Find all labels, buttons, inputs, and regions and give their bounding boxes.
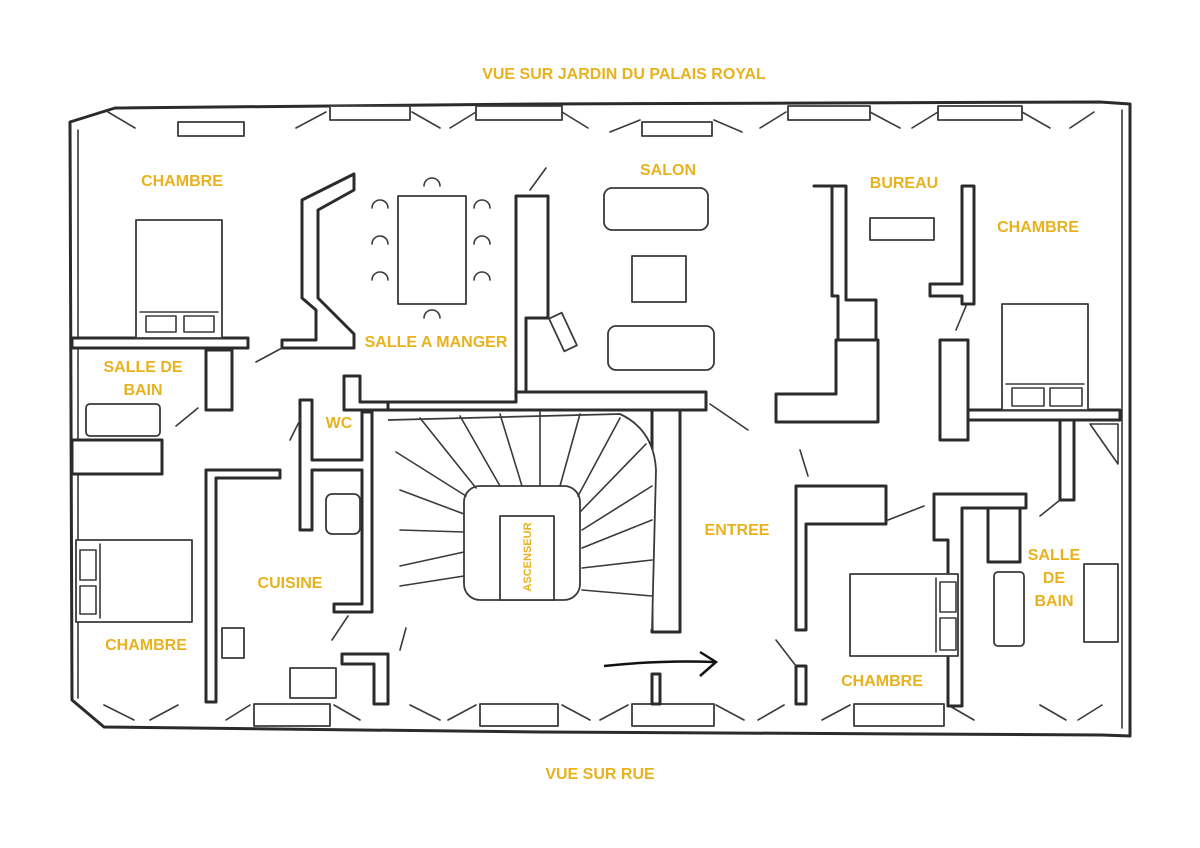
top-windows (107, 105, 1095, 137)
room-label-chambre-se: CHAMBRE (841, 673, 923, 690)
room-label-ascenseur: ASCENSEUR (522, 522, 534, 591)
bath-fixtures (85, 217, 1119, 699)
room-label-wc: WC (326, 415, 353, 432)
room-label-salle-a-manger: SALLE A MANGER (365, 334, 508, 351)
staircase (387, 411, 657, 631)
room-label-sdb-e-2: DE (1043, 570, 1066, 587)
room-label-bureau: BUREAU (870, 175, 938, 192)
salon-furniture (548, 187, 715, 371)
dining-table (371, 177, 491, 319)
room-label-entree: ENTREE (705, 522, 770, 539)
room-label-sdb-e-3: BAIN (1034, 593, 1073, 610)
room-label-chambre-nw: CHAMBRE (141, 173, 223, 190)
beds (75, 219, 1089, 657)
view-top-label: VUE SUR JARDIN DU PALAIS ROYAL (482, 66, 766, 83)
room-label-salon: SALON (640, 162, 696, 179)
room-label-cuisine: CUISINE (258, 575, 323, 592)
room-label-sdb-e-1: SALLE (1028, 547, 1081, 564)
door-swings (175, 167, 1061, 667)
room-label-sdb-w-1: SALLE DE (103, 359, 182, 376)
view-bottom-label: VUE SUR RUE (545, 766, 655, 783)
bottom-windows (103, 703, 1103, 727)
room-label-chambre-ne: CHAMBRE (997, 219, 1079, 236)
room-label-sdb-w-2: BAIN (123, 382, 162, 399)
room-label-chambre-sw: CHAMBRE (105, 637, 187, 654)
entry-arrow (603, 650, 719, 677)
interior-walls (70, 172, 1122, 708)
